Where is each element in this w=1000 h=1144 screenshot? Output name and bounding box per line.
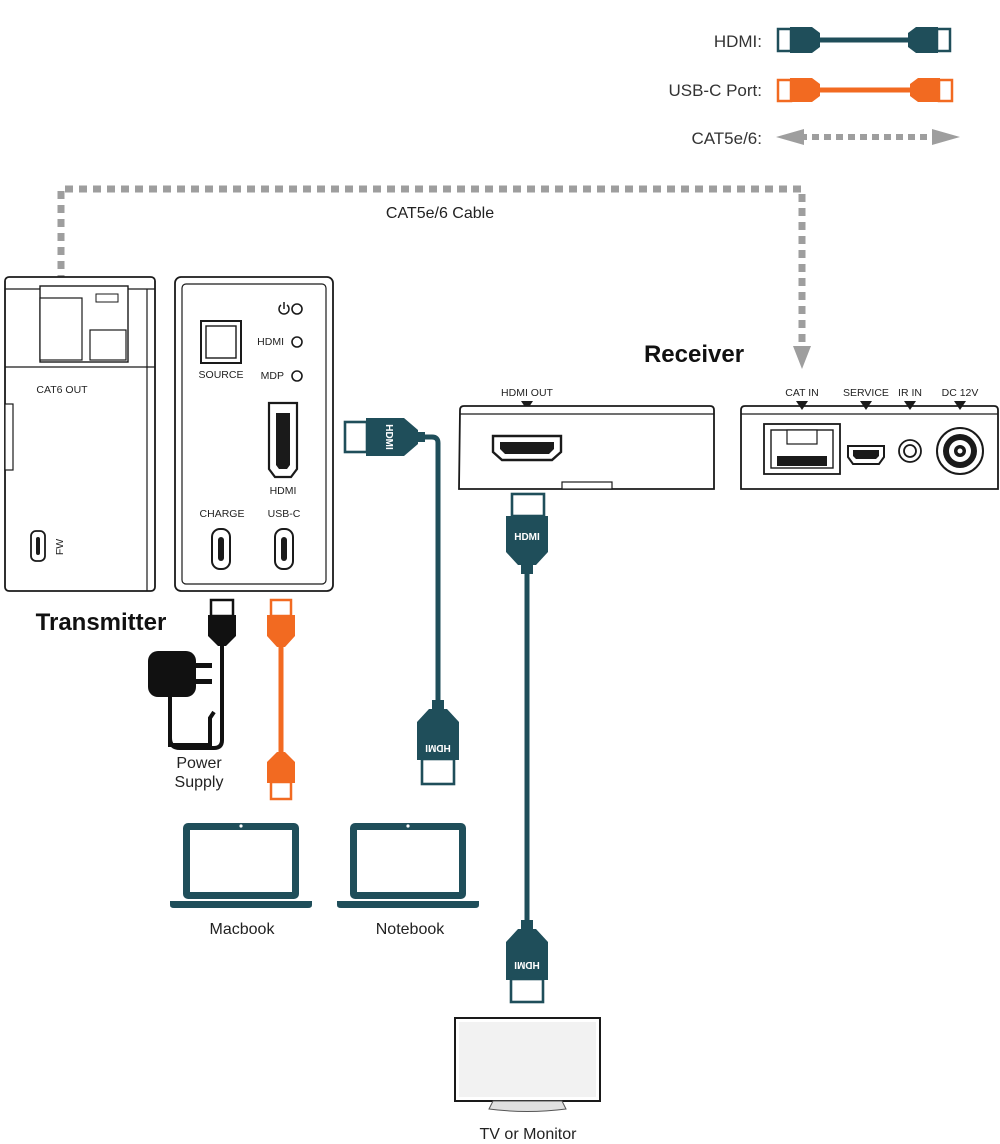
hdmi-plug-label-rx: HDMI [514, 532, 540, 543]
source-button-icon [200, 320, 242, 364]
charge-port-icon [211, 528, 231, 570]
cat6-out-port-icon [39, 285, 129, 363]
cat-cable-label: CAT5e/6 Cable [386, 205, 494, 222]
receiver-back-panel: CAT IN SERVICE IR IN DC 12V [740, 387, 999, 490]
legend: HDMI: USB-C Port: CAT5e/6: [668, 27, 960, 148]
macbook-label: Macbook [210, 921, 276, 938]
charge-label: CHARGE [200, 508, 245, 520]
hdmi-plug-label-tv: HDMI [514, 959, 540, 970]
mdp-led-label: MDP [261, 370, 284, 382]
power-supply-cable [168, 598, 236, 750]
ir-in-pointer-icon [904, 401, 916, 410]
hdmi-led-label: HDMI [257, 336, 284, 348]
cat-cable-arrow-rx [793, 346, 811, 369]
service-pointer-icon [860, 401, 872, 410]
fw-port-icon [30, 530, 46, 562]
cat6-out-label: CAT6 OUT [36, 384, 88, 396]
power-supply-label-line1: Power [176, 755, 222, 772]
receiver-front-panel: HDMI OUT [458, 387, 715, 490]
service-port-icon [847, 445, 885, 465]
ir-in-port-icon [898, 439, 922, 463]
power-adapter-icon [148, 651, 216, 747]
hdmi-led-icon [291, 336, 303, 348]
hdmi-cable-receiver: HDMI HDMI [506, 492, 548, 1004]
tv-monitor-icon [454, 1017, 601, 1112]
transmitter-side-panel: CAT6 OUT FW [4, 276, 156, 592]
tv-label: TV or Monitor [480, 1126, 578, 1143]
usbc-port-icon [274, 528, 294, 570]
hdmi-input-port-icon [267, 401, 299, 479]
legend-cat-label: CAT5e/6: [691, 129, 762, 148]
fw-label: FW [54, 539, 66, 555]
usbc-label: USB-C [268, 508, 301, 520]
hdmi-cable-transmitter: HDMI HDMI [343, 418, 459, 786]
hdmi-plug-label-notebook: HDMI [425, 742, 451, 753]
hdmi-plug-label-tx: HDMI [383, 424, 394, 450]
source-label: SOURCE [199, 369, 244, 381]
macbook-icon [170, 823, 312, 908]
transmitter-title: Transmitter [36, 609, 167, 636]
cat-in-label: CAT IN [785, 387, 818, 399]
dc-label: DC 12V [942, 387, 979, 399]
notebook-icon [337, 823, 479, 908]
usbc-cable [267, 598, 295, 801]
mdp-led-icon [291, 370, 303, 382]
hdmi-port-label: HDMI [270, 485, 297, 497]
hdmi-out-label: HDMI OUT [501, 387, 553, 399]
ir-in-label: IR IN [898, 387, 922, 399]
power-supply-label-line2: Supply [175, 774, 224, 791]
cat-in-pointer-icon [796, 401, 808, 410]
cat-in-port-icon [763, 423, 841, 475]
notebook-label: Notebook [376, 921, 445, 938]
transmitter-front-panel: SOURCE HDMI MDP HDMI CHARGE USB-C [174, 276, 334, 592]
power-led-icon [278, 302, 303, 315]
receiver-title: Receiver [644, 341, 744, 368]
service-label: SERVICE [843, 387, 889, 399]
legend-usbc-cable-icon [776, 78, 954, 103]
legend-cat-cable-icon [776, 129, 960, 145]
legend-usbc-label: USB-C Port: [668, 81, 762, 100]
dc-power-port-icon [936, 427, 984, 475]
dc-pointer-icon [954, 401, 966, 410]
hdmi-out-port-icon [491, 434, 563, 462]
legend-hdmi-cable-icon [776, 27, 952, 53]
legend-hdmi-label: HDMI: [714, 32, 762, 51]
